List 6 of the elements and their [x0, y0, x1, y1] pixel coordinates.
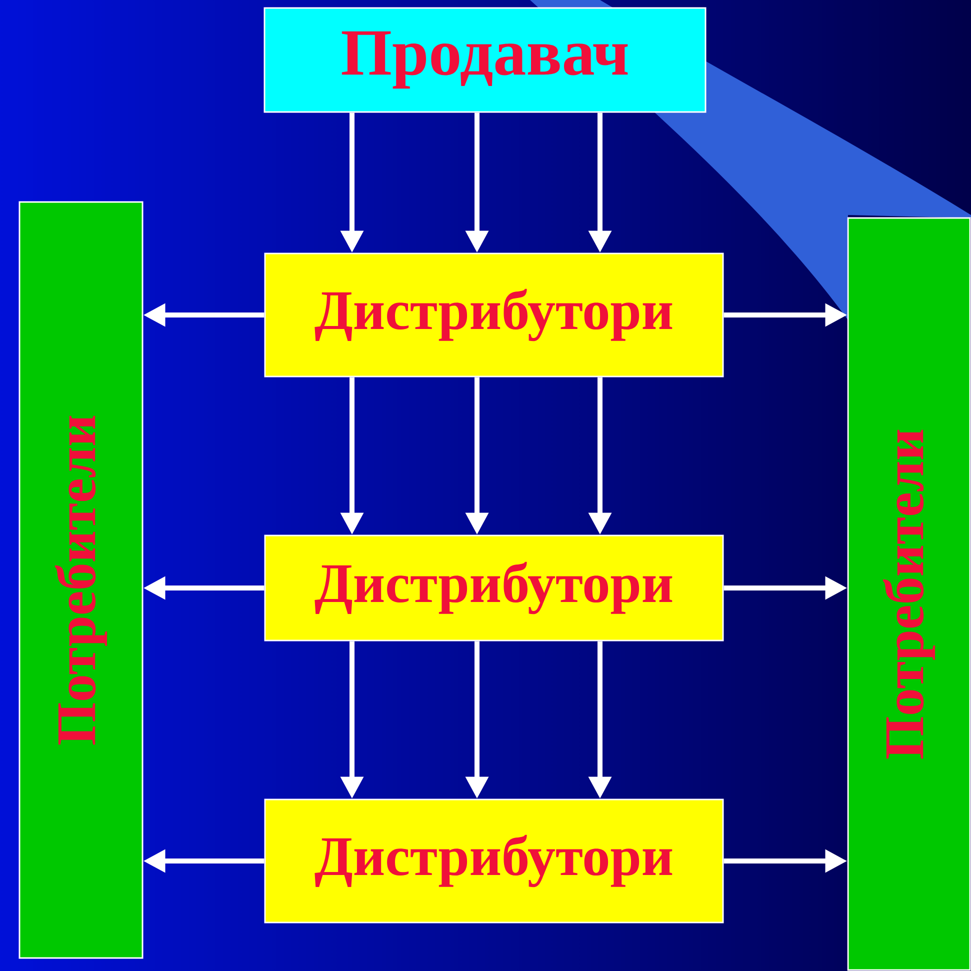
- seller-box: Продавач: [264, 7, 706, 113]
- consumer-bar: Потребители: [18, 201, 144, 959]
- distributor-box: Дистрибутори: [264, 798, 724, 924]
- consumer-bar: Потребители: [847, 217, 971, 971]
- distributor-box: Дистрибутори: [264, 252, 724, 378]
- distributor-box: Дистрибутори: [264, 534, 724, 642]
